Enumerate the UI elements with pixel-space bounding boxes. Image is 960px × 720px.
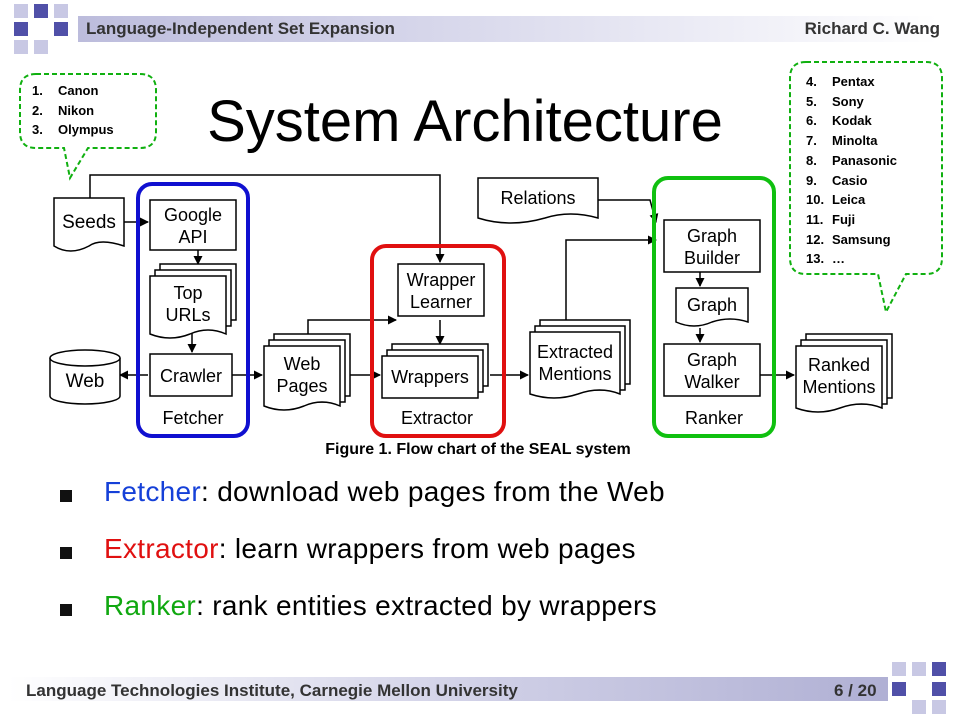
footer-bar xyxy=(8,677,888,701)
bullet-square-icon xyxy=(60,490,72,502)
flow-arrows xyxy=(89,174,795,380)
ranker-group-label: Ranker xyxy=(685,408,743,428)
svg-text:Wrappers: Wrappers xyxy=(391,367,469,387)
institute-name: Language Technologies Institute, Carnegi… xyxy=(26,681,518,700)
svg-text:Builder: Builder xyxy=(684,248,740,268)
ranked-mentions-node: Ranked Mentions xyxy=(795,333,893,413)
list-item: 11.Fuji xyxy=(806,211,856,227)
list-item: 3.Olympus xyxy=(32,122,114,138)
svg-text:Web: Web xyxy=(284,354,321,374)
speech-bubble-left-shape xyxy=(19,73,157,181)
list-item: 2.Nikon xyxy=(32,102,95,118)
extractor-group-box xyxy=(370,244,506,438)
extractor-group-label: Extractor xyxy=(401,408,473,428)
bullet-square-icon xyxy=(60,547,72,559)
header-bar xyxy=(78,16,938,42)
bullet-term: Fetcher xyxy=(104,476,202,507)
list-item: 5.Sony xyxy=(806,93,864,109)
list-item: 4.Pentax xyxy=(806,74,875,89)
arrow-pages-to-learner xyxy=(307,315,397,342)
wrappers-node: Wrappers xyxy=(381,343,489,399)
svg-text:Mentions: Mentions xyxy=(802,377,875,397)
svg-text:Google: Google xyxy=(164,205,222,225)
wrapper-learner-node: Wrapper Learner xyxy=(397,263,485,317)
crawler-node: Crawler xyxy=(149,353,233,397)
list-item: 6.Kodak xyxy=(806,113,872,129)
web-label: Web xyxy=(66,371,105,392)
arrow-mentions-to-builder xyxy=(565,235,657,320)
speech-bubble-right-shape xyxy=(789,61,943,315)
svg-text:Ranked: Ranked xyxy=(808,355,870,375)
bullet-text: : learn wrappers from web pages xyxy=(218,533,636,564)
seeds-node: Seeds xyxy=(53,197,125,252)
list-item: 7.Minolta xyxy=(806,133,878,149)
list-item: 12.Samsung xyxy=(806,231,891,247)
bubble-right-list: 4.Pentax 5.Sony 6.Kodak 7.Minolta 8.Pana… xyxy=(806,72,897,269)
fetcher-group-label: Fetcher xyxy=(162,408,223,428)
graph-node: Graph xyxy=(675,287,749,327)
extracted-mentions-node: Extracted Mentions xyxy=(529,319,631,399)
fetcher-group-box xyxy=(136,182,250,438)
presentation-title: Language-Independent Set Expansion xyxy=(86,19,395,38)
svg-text:Graph: Graph xyxy=(687,295,737,315)
svg-text:Top: Top xyxy=(173,283,202,303)
svg-text:API: API xyxy=(178,227,207,247)
bullet-text: : download web pages from the Web xyxy=(201,476,665,507)
bubble-left-list: 1.Canon 2.Nikon 3.Olympus xyxy=(32,81,114,140)
list-item: 10.Leica xyxy=(806,192,866,208)
list-item: 1.Canon xyxy=(32,83,99,98)
svg-text:Graph: Graph xyxy=(687,350,737,370)
speech-bubble-right: 4.Pentax 5.Sony 6.Kodak 7.Minolta 8.Pana… xyxy=(788,60,948,320)
web-node: Web xyxy=(49,349,121,405)
svg-text:Relations: Relations xyxy=(500,188,575,208)
svg-text:Crawler: Crawler xyxy=(160,366,222,386)
bullet-term: Extractor xyxy=(104,533,219,564)
list-item: 13.… xyxy=(806,251,845,267)
svg-text:Pages: Pages xyxy=(276,376,327,396)
top-urls-node: Top URLs xyxy=(149,263,237,339)
arrow-relations-to-builder xyxy=(598,199,659,223)
web-pages-node: Web Pages xyxy=(263,333,351,411)
svg-text:Wrapper: Wrapper xyxy=(407,270,476,290)
slide-title: System Architecture xyxy=(207,89,723,154)
svg-text:Walker: Walker xyxy=(684,372,739,392)
bullet-text: : rank entities extracted by wrappers xyxy=(196,590,657,621)
svg-text:Graph: Graph xyxy=(687,226,737,246)
svg-text:Extracted: Extracted xyxy=(537,342,613,362)
list-item: 8.Panasonic xyxy=(806,152,898,168)
speech-bubble-left: 1.Canon 2.Nikon 3.Olympus xyxy=(18,72,158,182)
graph-builder-node: Graph Builder xyxy=(663,219,761,273)
bullet-term: Ranker xyxy=(104,590,197,621)
ranker-group-box xyxy=(652,176,776,438)
list-item: 9.Casio xyxy=(806,172,868,188)
arrow-seeds-to-wrapper-learner xyxy=(89,174,445,263)
page-number: 6 / 20 xyxy=(834,681,877,700)
seeds-label: Seeds xyxy=(62,212,116,233)
bullet-square-icon xyxy=(60,604,72,616)
svg-text:URLs: URLs xyxy=(165,305,210,325)
svg-text:Mentions: Mentions xyxy=(538,364,611,384)
author-name: Richard C. Wang xyxy=(804,19,940,38)
relations-node: Relations xyxy=(477,177,599,224)
google-api-node: Google API xyxy=(149,199,237,251)
svg-text:Learner: Learner xyxy=(410,292,472,312)
graph-walker-node: Graph Walker xyxy=(663,343,761,397)
figure-caption: Figure 1. Flow chart of the SEAL system xyxy=(325,441,631,458)
